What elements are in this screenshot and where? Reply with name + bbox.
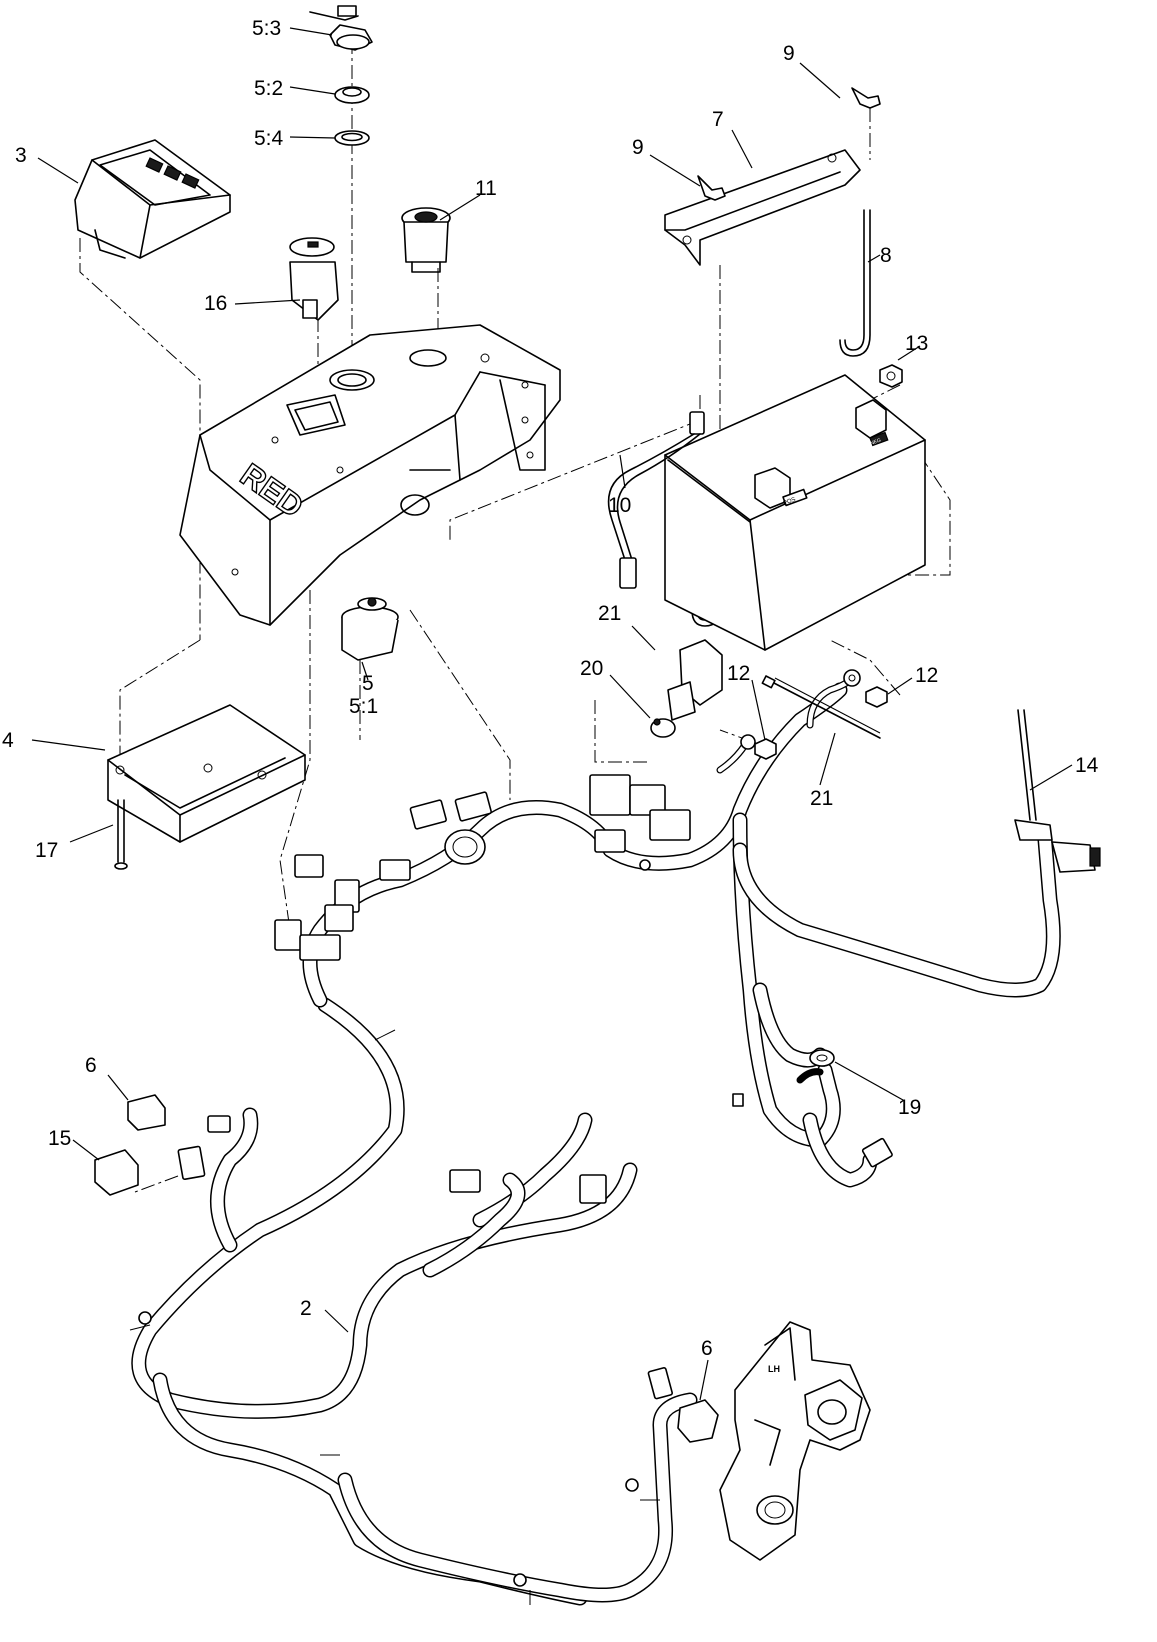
callout-21-upper: 21 (598, 602, 621, 625)
wing-nut-left (697, 175, 726, 201)
fuse-holder (667, 639, 723, 721)
callout-6-lower: 6 (701, 1337, 713, 1360)
harness-connectors (274, 774, 691, 961)
callout-5-1: 5:1 (349, 695, 378, 718)
callout-2: 2 (300, 1297, 312, 1320)
callout-5-4: 5:4 (254, 127, 284, 150)
callout-12-left: 12 (727, 662, 750, 685)
callout-19: 19 (898, 1096, 921, 1119)
jumper-lead (607, 411, 705, 589)
pivot-bracket: LH (719, 1321, 871, 1561)
ignition-switch (341, 597, 399, 661)
harness-plugs (449, 1093, 893, 1204)
callout-5-2: 5:2 (254, 77, 283, 100)
battery-negative-mark: NEG (870, 437, 882, 446)
callout-labels: 5:3 5:2 5:4 3 9 9 7 11 8 16 13 10 21 20 … (2, 17, 1099, 1360)
washer-ring (334, 130, 370, 146)
callout-4: 4 (2, 729, 14, 752)
terminal-bolt-right (865, 686, 888, 708)
callout-12-right: 12 (915, 664, 938, 687)
ground-eyelet (809, 1049, 835, 1067)
callout-7: 7 (712, 108, 724, 131)
callout-5-3: 5:3 (252, 17, 281, 40)
controller-module (107, 704, 306, 843)
rocker-switch (289, 237, 339, 321)
main-wire-harness (129, 682, 1061, 1606)
callout-21-lower: 21 (810, 787, 833, 810)
callout-16: 16 (204, 292, 227, 315)
leader-lines (31, 27, 1073, 1401)
display-module (74, 139, 231, 259)
power-socket (401, 207, 451, 273)
battery-hold-down (664, 149, 861, 266)
hex-nut (879, 364, 903, 388)
callout-15: 15 (48, 1127, 71, 1150)
callout-9-left: 9 (632, 136, 644, 159)
callout-17: 17 (35, 839, 58, 862)
callout-13: 13 (905, 332, 928, 355)
battery: POS NEG (664, 374, 926, 651)
wing-nut-right (851, 87, 881, 109)
callout-10: 10 (608, 494, 631, 517)
ignition-key-cap (309, 5, 373, 51)
callout-8: 8 (880, 244, 892, 267)
mounting-screw (114, 799, 128, 870)
relay-lower (647, 1366, 719, 1443)
control-panel-housing: RED (179, 324, 561, 626)
callout-11: 11 (475, 177, 497, 200)
grommet-ring (334, 86, 370, 104)
callout-9-right: 9 (783, 42, 795, 65)
battery-positive-mark: POS (783, 497, 797, 507)
relay-upper (127, 1094, 231, 1133)
sensor-lead (1014, 709, 1101, 873)
fuse-plug (650, 718, 676, 738)
bracket-label-text: LH (768, 1364, 780, 1374)
terminal-bolt-left (754, 738, 777, 760)
callout-14: 14 (1075, 754, 1099, 777)
switch-15 (94, 1145, 206, 1196)
harness-clamps (138, 859, 651, 1587)
callout-5: 5 (362, 672, 374, 695)
callout-3: 3 (15, 144, 27, 167)
callout-20: 20 (580, 657, 603, 680)
cable-tie-strap (761, 675, 881, 739)
callout-6-upper: 6 (85, 1054, 97, 1077)
